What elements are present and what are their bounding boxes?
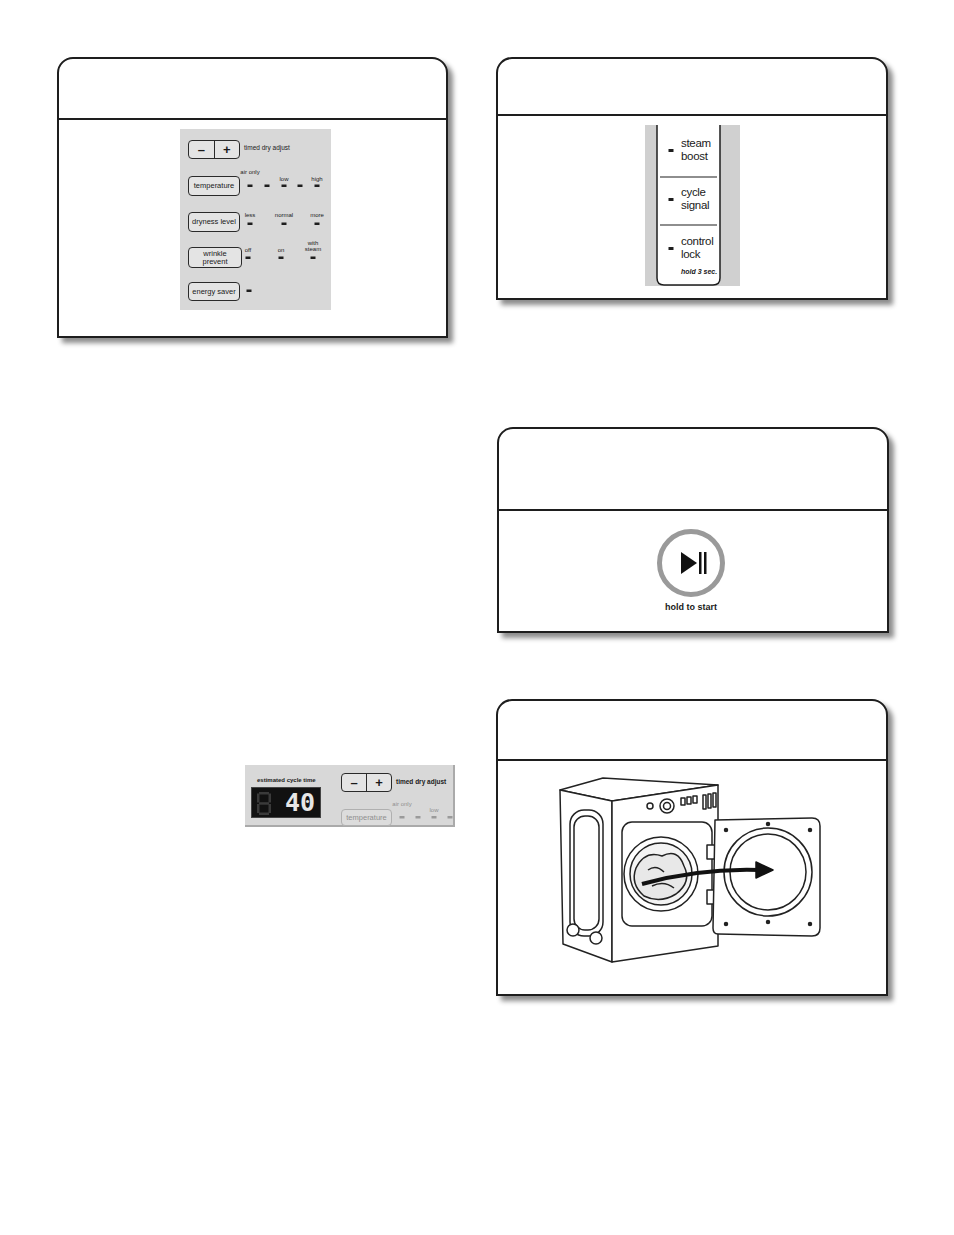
button-label: cycle signal [681,186,719,212]
option-label: with steam [301,240,325,252]
button-label: wrinkle prevent [192,250,238,266]
button-label: temperature [194,182,234,190]
display-digits: 40 [285,790,315,815]
option-label: high [305,176,329,182]
led-indicators [246,185,320,293]
button-symbol: + [366,774,391,791]
button-strip [657,125,720,285]
start-button-ring [656,528,726,598]
option-button: temperature [341,809,392,826]
option-label: normal [270,212,298,218]
dryer-drawing [560,778,820,962]
option-label: less [238,212,262,218]
button-label: hold 3 sec. [681,268,719,276]
option-button: dryness level [188,212,240,232]
button-label: temperature [346,814,386,822]
option-button: energy saver [188,282,240,301]
adjust-button: –+ [341,773,392,792]
button-symbol: + [214,141,240,158]
time-display: 40 [251,787,321,818]
caption-text: timed dry adjust [244,145,290,152]
option-label: low [424,807,444,813]
option-button: wrinkle prevent [188,247,242,268]
button-symbol: – [342,774,366,791]
start-button: hold to start [656,528,726,598]
caption-text: timed dry adjust [396,779,446,786]
button-strip: steam boost cycle signal control lock hold … [657,125,720,285]
option-label: air only [240,169,260,175]
unlit-digit [257,792,271,815]
button-label: control lock [681,235,719,261]
option-label: low [272,176,296,182]
button-label: steam boost [681,137,719,163]
button-caption: hold to start [636,602,746,612]
caption-text: estimated cycle time [257,777,316,783]
option-button: temperature [188,176,240,196]
option-label: on [271,247,291,253]
greyed-led-indicators [400,816,453,819]
button-label: energy saver [192,288,235,296]
option-label: more [305,212,329,218]
button-label: dryness level [192,218,236,226]
button-symbol: – [189,141,214,158]
option-label: off [238,247,258,253]
option-label: air only [392,801,412,807]
adjust-button: –+ [188,140,240,159]
